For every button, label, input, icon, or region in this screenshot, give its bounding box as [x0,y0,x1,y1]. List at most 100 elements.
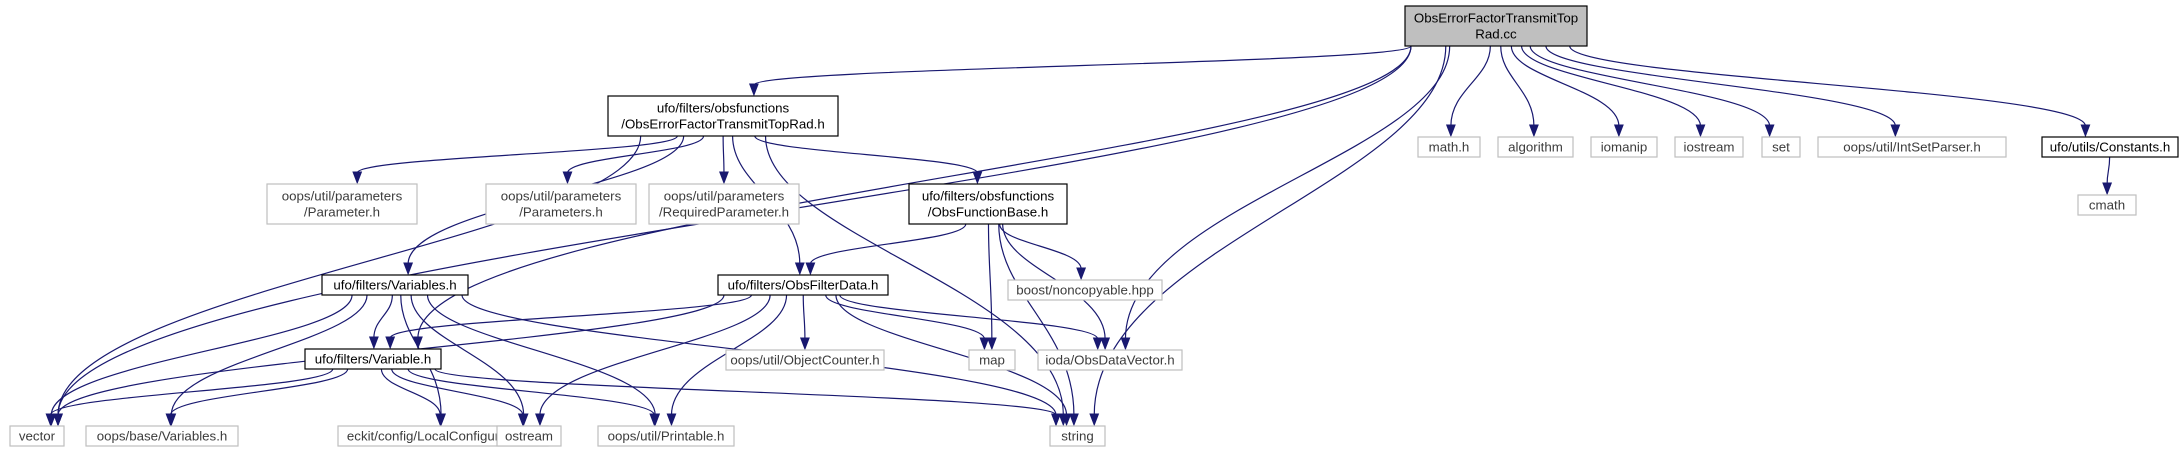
node-obsfilterdata-h[interactable]: ufo/filters/ObsFilterData.h [717,274,889,296]
edge-variable_h-to-vector-arrowhead [45,413,56,427]
node-variable-h[interactable]: ufo/filters/Variable.h [304,348,442,370]
edge-oeftr_h-to-obsfuncbase_h [754,135,978,174]
node-box [304,348,442,370]
node-box [1674,136,1744,158]
edge-root-to-oeftr_h-arrowhead [748,83,759,97]
edge-obsfuncbase_h-to-map [987,223,993,340]
node-reqparam-h: oops/util/parameters/RequiredParameter.h [648,183,800,225]
node-label-line: string [1061,429,1094,444]
node-obsdatavector: ioda/ObsDataVector.h [1037,349,1183,371]
node-box [1007,279,1163,301]
edge-obsfuncbase_h-to-noncopyable-arrowhead [1076,267,1087,281]
edge-variable_h-to-printable-arrowhead [649,413,660,427]
node-box [1497,136,1574,158]
node-box [717,274,889,296]
node-box [485,183,637,225]
edge-obsfilterdata_h-to-map-arrowhead [979,337,990,351]
node-box [2077,194,2137,216]
node-root[interactable]: ObsErrorFactorTransmitTopRad.cc [1404,5,1588,47]
node-cmath: cmath [2077,194,2137,216]
edge-obsfilterdata_h-to-map [825,294,986,340]
node-label-line: oops/util/IntSetParser.h [1843,140,1980,155]
edge-obsfilterdata_h-to-vector-arrowhead [53,413,63,427]
node-algorithm: algorithm [1497,136,1574,158]
edge-root-to-constants_h [1569,45,2087,127]
edge-variables_h-to-variable_h-arrowhead [368,336,379,350]
node-box [1590,136,1658,158]
edge-root-to-iostream [1520,45,1702,127]
edge-oeftr_h-to-reqparam_h-arrowhead [719,171,729,185]
node-label-line: boost/noncopyable.hpp [1016,283,1154,298]
edge-variable_h-to-localconfig-arrowhead [435,413,446,427]
edge-oeftr_h-to-parameters_h [566,135,705,174]
node-box [85,425,239,447]
node-ostream: ostream [496,425,562,447]
edge-variable_h-to-vector [49,368,334,416]
node-label-line: oops/base/Variables.h [97,429,228,444]
node-box [321,274,469,296]
edge-variable_h-to-ostream-arrowhead [517,413,528,427]
edge-variable_h-to-oopsvariables [169,368,349,416]
node-label-line: vector [19,429,56,444]
node-box [648,183,800,225]
node-noncopyable: boost/noncopyable.hpp [1007,279,1163,301]
edge-obsfilterdata_h-to-ostream [539,294,771,416]
edge-constants_h-to-cmath [2106,156,2111,185]
edge-variables_h-to-ostream [410,294,525,416]
edge-root-to-math_h [1450,45,1491,127]
edge-variable_h-to-oopsvariables-arrowhead [165,413,176,427]
node-label-line: iomanip [1601,140,1648,155]
node-label-line: oops/util/parameters [501,189,622,204]
node-intsetparser: oops/util/IntSetParser.h [1817,136,2007,158]
edge-variable_h-to-printable [407,368,655,416]
edge-variable_h-to-string-arrowhead [1051,413,1061,427]
node-iomanip: iomanip [1590,136,1658,158]
edge-obsfilterdata_h-to-obsdatavector [839,294,1099,340]
node-oopsvariables: oops/base/Variables.h [85,425,239,447]
edge-root-to-intsetparser-arrowhead [1890,124,1901,138]
edge-oeftr_h-to-variables_h-arrowhead [403,262,414,276]
edge-root-to-iomanip-arrowhead [1613,124,1624,138]
edge-obsfuncbase_h-to-obsdatavector [1002,223,1106,340]
node-label-line: ObsErrorFactorTransmitTop [1414,11,1578,26]
node-box [1049,425,1106,447]
node-objectcounter: oops/util/ObjectCounter.h [725,349,885,371]
edge-obsfilterdata_h-to-variable_h-arrowhead [385,336,396,350]
edge-root-to-constants_h-arrowhead [2080,124,2091,138]
edge-obsfuncbase_h-to-string [998,223,1075,416]
node-label-line: ufo/utils/Constants.h [2050,140,2170,155]
node-label-line: /Parameter.h [304,205,380,220]
edge-obsfilterdata_h-to-string [835,294,1068,416]
node-label-line: ufo/filters/ObsFilterData.h [728,278,879,293]
edge-oeftr_h-to-parameter_h [356,135,678,174]
node-label-line: ostream [505,429,553,444]
edge-root-to-algorithm [1500,45,1535,127]
node-label-line: ufo/filters/Variables.h [333,278,456,293]
node-label-line: math.h [1429,140,1470,155]
edge-oeftr_h-to-obsfilterdata_h-arrowhead [794,262,805,276]
node-box [496,425,562,447]
edge-variables_h-to-printable [426,294,656,416]
node-string: string [1049,425,1106,447]
edge-constants_h-to-cmath-arrowhead [2102,182,2113,196]
node-label-line: algorithm [1508,140,1563,155]
node-obsfuncbase-h[interactable]: ufo/filters/obsfunctions/ObsFunctionBase… [908,183,1068,225]
edge-obsfuncbase_h-to-string-arrowhead [1068,413,1079,427]
edge-root-to-set-arrowhead [1764,124,1775,138]
node-label-line: oops/util/Printable.h [608,429,725,444]
node-iostream: iostream [1674,136,1744,158]
node-printable: oops/util/Printable.h [597,425,735,447]
node-parameter-h: oops/util/parameters/Parameter.h [266,183,418,225]
node-box [908,183,1068,225]
node-oeftr-h[interactable]: ufo/filters/obsfunctions/ObsErrorFactorT… [607,95,839,137]
node-constants-h[interactable]: ufo/utils/Constants.h [2041,136,2179,158]
node-math-h: math.h [1417,136,1481,158]
node-vector: vector [9,425,65,447]
edge-obsfuncbase_h-to-obsfilterdata_h [809,223,967,265]
node-box [597,425,735,447]
node-label-line: ufo/filters/Variable.h [315,352,432,367]
node-box [9,425,65,447]
node-variables-h[interactable]: ufo/filters/Variables.h [321,274,469,296]
edge-root-to-set [1529,45,1771,127]
